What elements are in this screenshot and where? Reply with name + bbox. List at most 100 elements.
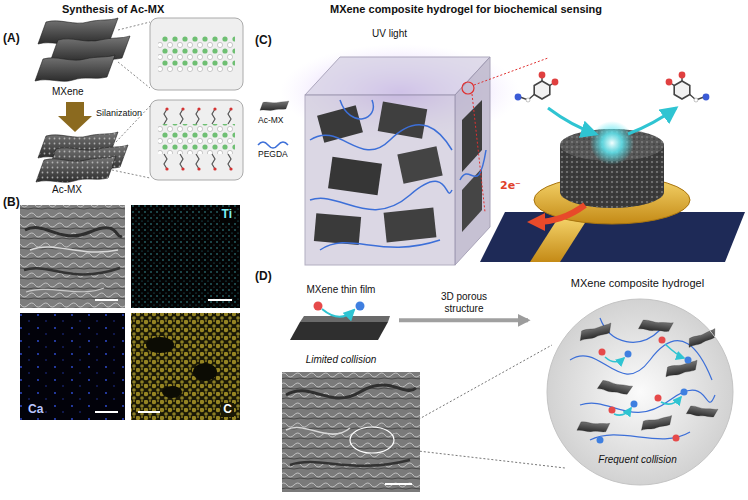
hydrogel-zoom: [686, 404, 718, 419]
thin-film-illustration: [322, 309, 354, 317]
cross-section-sem: [286, 428, 350, 435]
hydrogel-cube: [397, 146, 442, 184]
atomic-zoom-box: [150, 18, 243, 90]
eds-map-image: [146, 337, 174, 353]
zoom-marker: [462, 58, 548, 212]
analyte-molecule: [539, 72, 546, 79]
material-label: Ac-MX: [52, 184, 82, 196]
hydrogel-zoom: [599, 349, 606, 356]
reaction-arrow: [548, 108, 676, 134]
eds-map-image: [162, 386, 182, 398]
zoom-leader: [392, 345, 565, 468]
eds-map-image: [193, 363, 217, 381]
eds-map-image: [131, 205, 240, 308]
thin-film-illustration: [314, 302, 323, 311]
product-molecule: [703, 94, 710, 101]
thin-film-illustration: [290, 322, 388, 340]
hydrogel-zoom: [614, 408, 631, 415]
cross-section-sem: [282, 372, 420, 492]
eds-map-image: [138, 411, 160, 413]
zoom-leader: [118, 22, 150, 88]
hydrogel-cube: [462, 100, 482, 172]
cross-section-sem: [286, 385, 416, 398]
hydrogel-zoom: [673, 435, 680, 442]
hydrogel-cube: [310, 181, 452, 209]
hydrogel-zoom: [597, 378, 632, 397]
zoom-marker: [472, 58, 548, 212]
analyte-molecule: [515, 94, 522, 101]
thin-film-illustration: [290, 302, 390, 341]
panel-letter: (B): [3, 196, 20, 210]
hydrogel-cube: [305, 95, 455, 265]
silanized-zoom-box: [229, 167, 232, 170]
product-molecule: [694, 98, 698, 102]
process-label: Silanization: [96, 108, 142, 118]
silanized-zoom-box: [164, 109, 231, 169]
thin-film-panel: MXene thin filmLimited collision: [285, 283, 397, 366]
analyte-molecule: [520, 75, 555, 100]
panel-heading: Synthesis of Ac-MX: [62, 3, 164, 16]
silanized-zoom-box: [213, 107, 216, 110]
sem-image: [95, 299, 118, 301]
cross-section-sem: [350, 427, 394, 453]
hydrogel-cube: [310, 125, 452, 150]
legend-icon: [258, 142, 288, 148]
eds-map-image: [20, 313, 125, 420]
process-arrow: [58, 102, 92, 132]
product-molecule: [679, 72, 686, 79]
analyte-molecule: [552, 79, 559, 86]
hydrogel-cube: [462, 168, 482, 232]
hydrogel-zoom: [664, 360, 699, 377]
eds-map-tile: C: [131, 313, 240, 420]
sem-image: [24, 268, 120, 274]
hydrogel-zoom: [597, 437, 604, 444]
light-label: UV light: [372, 28, 407, 40]
analyte-molecule: [534, 81, 550, 99]
electrode: [590, 121, 634, 165]
hydrogel-cube: [320, 240, 440, 250]
hydrogel-zoom: [577, 420, 610, 434]
eds-map-image: [131, 313, 240, 420]
node-heading: MXene thin film: [307, 284, 376, 296]
edge-label: 3D porous structure: [423, 291, 505, 314]
eds-map-image: [131, 313, 240, 420]
functional-sheets: [36, 156, 116, 182]
sem-image: [30, 247, 118, 252]
eds-map-image: [131, 205, 240, 308]
hydrogel-zoom: [605, 357, 624, 362]
cross-section-sem: [385, 483, 412, 485]
thin-film-illustration: [356, 302, 365, 311]
hydrogel-cube: [328, 157, 382, 196]
hydrogel-cube: [305, 57, 490, 95]
silanized-zoom-box: [197, 167, 200, 170]
hydrogel-cube: [378, 101, 428, 138]
pristine-sheets: [35, 18, 130, 81]
panel-letter: (D): [255, 270, 272, 284]
legend-icon: [258, 101, 289, 148]
node-caption: Frequent collision: [598, 454, 676, 466]
silanized-zoom-box: [150, 100, 243, 180]
silanized-zoom-box: [158, 124, 235, 154]
reaction-arrow: [628, 108, 676, 134]
hydrogel-zoom: [686, 329, 718, 348]
silanized-zoom-box: [213, 167, 216, 170]
legend-label: Ac-MX: [258, 116, 284, 126]
product-molecule: [674, 81, 690, 99]
hydrogel-zoom: [640, 416, 673, 431]
product-molecule: [669, 75, 704, 100]
circle-outline: [547, 299, 733, 485]
eds-map-image: [131, 313, 240, 420]
electrode: [480, 121, 745, 262]
cross-section-sem: [290, 460, 410, 466]
hydrogel-zoom: [681, 389, 688, 396]
hydrogel-zoom: [655, 395, 662, 402]
hydrogel-cube: [455, 57, 490, 265]
analyte-molecule: [515, 72, 559, 102]
node-heading: MXene composite hydrogel: [571, 277, 704, 290]
legend-icon: [260, 101, 289, 110]
hydrogel-cube: [305, 57, 490, 265]
sem-image: [20, 205, 125, 308]
silanized-zoom-box: [165, 167, 168, 170]
